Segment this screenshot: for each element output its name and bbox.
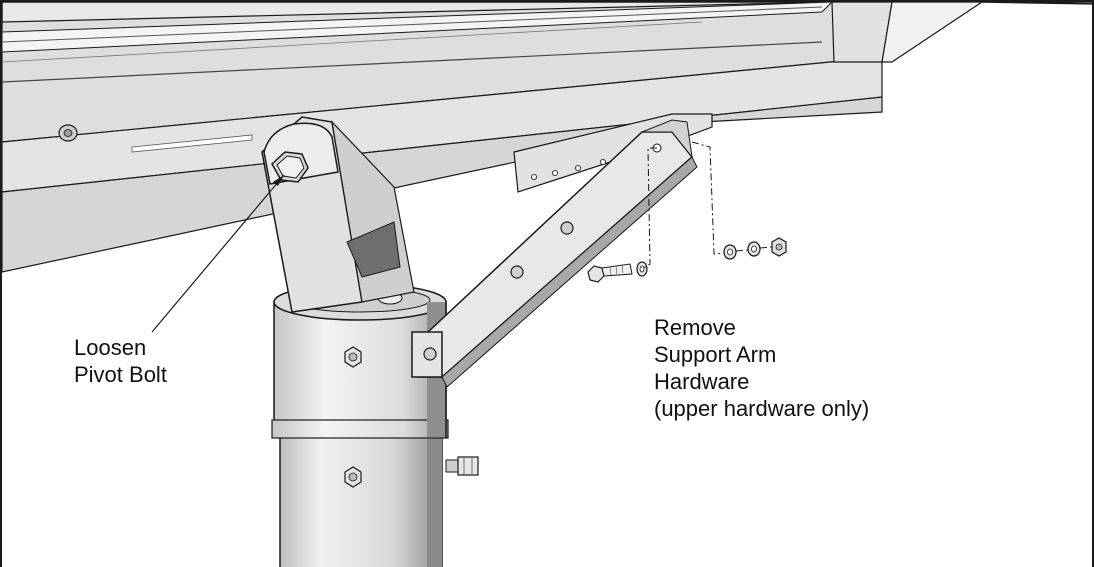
mounting-pole: [279, 431, 443, 567]
sleeve-bolt-upper: [344, 346, 362, 368]
remove-hardware-callout: Remove Support Arm Hardware (upper hardw…: [654, 314, 869, 422]
remove-line-2: Support Arm: [654, 342, 777, 367]
loosen-pivot-bolt-callout: Loosen Pivot Bolt: [74, 334, 167, 388]
loosen-leader-line: [151, 174, 285, 333]
loosen-line-2: Pivot Bolt: [74, 362, 167, 387]
removed-washer-1: [723, 244, 737, 260]
removed-bolt: [587, 263, 633, 283]
arm-bolt-3: [560, 221, 574, 235]
arm-bolt-1: [423, 347, 437, 361]
removed-washer-2: [747, 241, 761, 257]
removed-nut: [771, 237, 787, 257]
remove-line-3: Hardware: [654, 369, 750, 394]
frame-bolt: [58, 124, 78, 142]
loosen-leader-arrow: [273, 175, 284, 186]
support-arm: [411, 119, 698, 388]
remove-line-4: (upper hardware only): [654, 396, 870, 421]
removed-washer-front: [636, 261, 648, 277]
arm-bolt-2: [510, 265, 524, 279]
explode-lines: [641, 141, 773, 270]
sleeve-bolt-lower: [344, 466, 362, 488]
remove-line-1: Remove: [654, 315, 736, 340]
loosen-line-1: Loosen: [74, 335, 147, 360]
set-screw: [445, 456, 479, 476]
